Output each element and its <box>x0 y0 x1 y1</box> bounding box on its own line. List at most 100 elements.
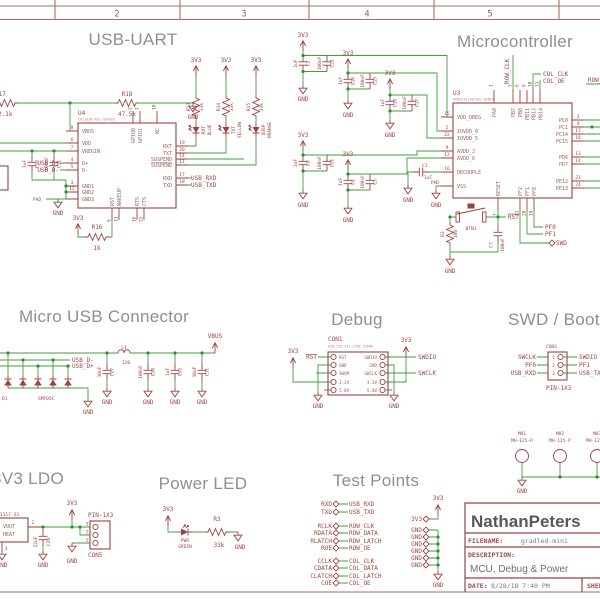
net-label: SWCLK <box>518 354 536 361</box>
mounting-holes: MH1 MH-125-P MH2 MH-125-P MH3 MH-125-P G… <box>511 431 600 495</box>
ref-label: MH1 <box>518 431 526 437</box>
pin-number: 11 <box>535 81 541 87</box>
net-label: PF1 <box>545 231 556 238</box>
value-label: 22uF <box>33 536 39 547</box>
junction-dots <box>436 535 440 567</box>
value-label: 100nF <box>317 56 323 70</box>
junction-dots <box>558 475 599 479</box>
ref-label: CON1 <box>328 336 343 343</box>
pin-name: RXD <box>163 176 172 182</box>
pin-number: 8 <box>71 125 74 131</box>
value-label: 1uF <box>293 159 299 167</box>
pin-name: 5.0V <box>339 388 350 393</box>
pin-number: 4 <box>577 121 580 127</box>
wires <box>302 51 600 256</box>
section-title: 3V3 LDO <box>0 469 64 488</box>
ref-label: C17 <box>415 99 421 107</box>
ref-label: R15 <box>246 103 252 111</box>
ref-label: C11 <box>57 160 63 168</box>
net-label: SWDIO <box>418 354 436 361</box>
pin-number: 2 <box>86 530 89 536</box>
pin-number: 3 <box>86 522 89 528</box>
ground-label: GND <box>313 403 324 410</box>
pad-label: CDATA <box>314 565 332 572</box>
pin-name: PC14 <box>556 132 568 138</box>
power-label: 3V3 <box>163 506 174 513</box>
net-label: ROW_DATA <box>349 530 378 537</box>
pin-number: 2 <box>128 107 134 110</box>
ref-label: C15 <box>373 77 379 85</box>
wires <box>338 503 439 584</box>
pin-number: 5 <box>71 164 74 170</box>
title-block-date-label: DATE: <box>468 582 488 590</box>
net-label: COL_CLK <box>349 558 375 565</box>
pin-name: SUSPEND <box>151 163 172 169</box>
power-label: 3V3 <box>221 57 232 64</box>
pin-number: 2 <box>32 520 35 526</box>
section-title: Microcontroller <box>457 32 573 51</box>
frame-column-number: 5 <box>487 10 492 20</box>
pin-name: SWCLK <box>364 371 377 376</box>
value-label: 1uF <box>22 160 28 168</box>
pin-name: RST <box>110 197 116 206</box>
power-label: 3V3 <box>288 348 299 355</box>
value-label: 47.5k <box>118 111 136 118</box>
led-color-label: BLUE <box>207 124 213 135</box>
net-label: COL_LATCH <box>349 573 382 580</box>
pin-name: PB7 <box>511 108 517 117</box>
net-label: COL_CLK <box>543 71 569 78</box>
net-label: USB_D- <box>72 357 94 364</box>
ref-label: R13 <box>186 103 192 111</box>
value-label: 10uF <box>192 366 198 377</box>
pin-number: 7 <box>71 145 74 151</box>
power-label: VBUS <box>208 333 223 340</box>
part-label: MH-125-P <box>586 438 600 444</box>
frame-column-number: 2 <box>114 10 119 20</box>
pad-label: GND <box>411 555 422 562</box>
ref-label: C29 <box>46 538 52 546</box>
value-label: 1uF <box>165 368 171 376</box>
pin-number: 14 <box>575 158 581 164</box>
ground-label: GND <box>385 132 396 139</box>
pin-number: 1 <box>135 107 141 110</box>
ground-label: GND <box>343 217 354 224</box>
pad-label: CCLK <box>318 558 333 565</box>
pin-leads <box>1 526 43 551</box>
led-signal-label: TXT <box>231 126 237 134</box>
junction-dots <box>301 53 594 219</box>
pin-number: 13 <box>114 216 120 222</box>
ref-label: L1 <box>121 345 127 351</box>
value-label: 10nF <box>97 366 103 377</box>
pin-name: NC <box>155 128 161 134</box>
frame-column-number: 4 <box>364 10 369 20</box>
power-label: 3V3 <box>385 70 396 77</box>
pin-name: PD7 <box>559 162 568 168</box>
net-label: COL_OE <box>349 580 371 587</box>
ref-label: U3 <box>453 90 461 97</box>
power-label: 3V3 <box>73 215 84 222</box>
pin-number: 19 <box>179 140 185 146</box>
value-label: 33k <box>229 103 235 111</box>
ground-label: GND <box>102 399 113 406</box>
pad-label: RXD <box>321 501 332 508</box>
led-color-label: YELLOW <box>237 122 243 139</box>
pin-name: IOVDD_5 <box>457 136 478 142</box>
pin-number: 21 <box>515 210 521 216</box>
net-label: USB_TXD <box>579 370 600 377</box>
pin-number: 13 <box>575 151 581 157</box>
ref-label: CON3 <box>546 344 557 350</box>
pin-name: GND <box>339 363 347 368</box>
pin-name: PD6 <box>559 155 568 161</box>
ref-label: C1 <box>422 163 428 169</box>
pin-name: AVDD_0 <box>457 156 475 162</box>
part-number: 1117-33 <box>0 512 19 518</box>
pin-number: 14 <box>179 153 185 159</box>
pin-number: 8 <box>522 84 528 87</box>
part-number: PIN-2X5-ST1.27M2.54SMD <box>328 345 373 349</box>
led-signal-label: SUSP <box>261 124 267 135</box>
con1-body <box>327 351 389 396</box>
ground-label: GND <box>431 202 442 209</box>
pin-number: 2 <box>552 363 555 369</box>
net-label: USB_RXD <box>349 501 375 508</box>
